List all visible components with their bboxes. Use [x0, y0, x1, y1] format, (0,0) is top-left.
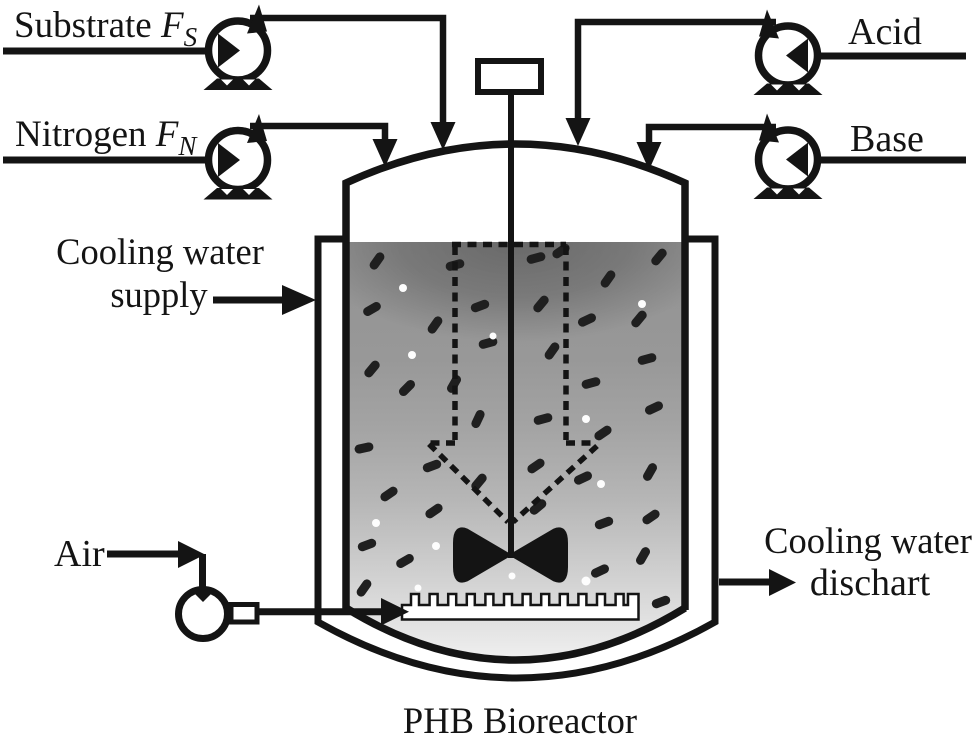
svg-text:PHB Bioreactor: PHB Bioreactor	[403, 700, 637, 738]
svg-text:Base: Base	[850, 118, 924, 160]
svg-text:Cooling water: Cooling water	[56, 231, 264, 272]
svg-text:Substrate FS: Substrate FS	[14, 5, 198, 52]
svg-text:Cooling water: Cooling water	[764, 520, 972, 561]
svg-text:Nitrogen FN: Nitrogen FN	[15, 114, 198, 161]
svg-text:Acid: Acid	[848, 11, 922, 53]
svg-text:supply: supply	[110, 274, 208, 315]
svg-text:Air: Air	[54, 533, 105, 575]
svg-text:dischart: dischart	[810, 562, 931, 604]
